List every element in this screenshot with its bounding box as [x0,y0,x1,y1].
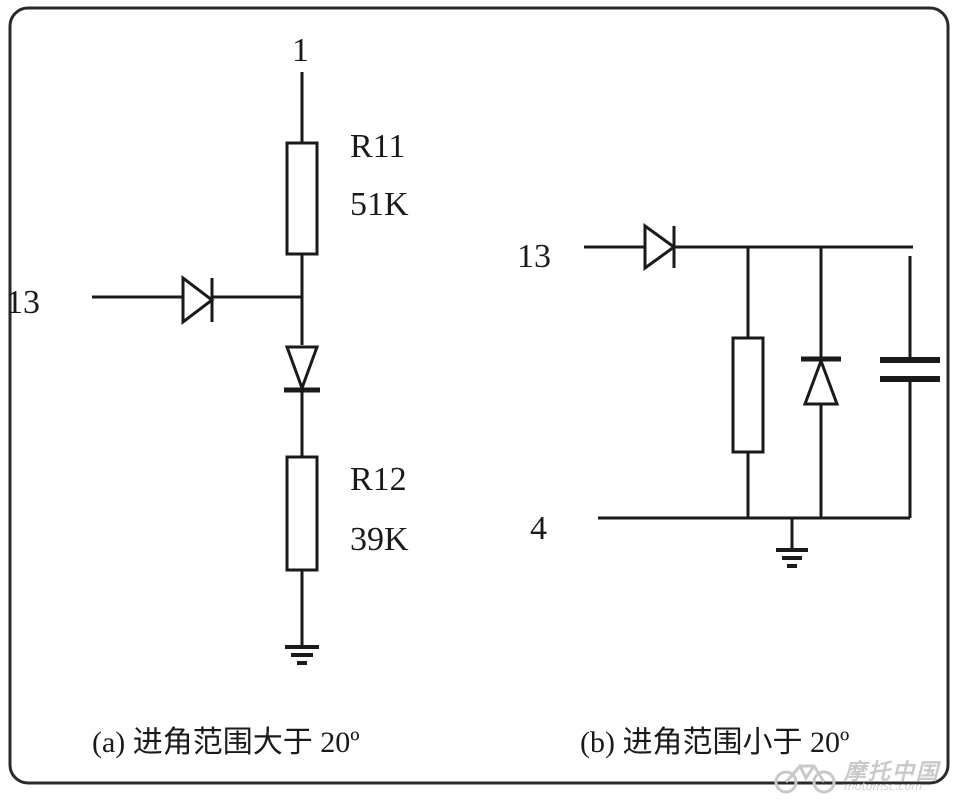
watermark-brand: 摩托中国 [844,760,941,785]
resistor-r12 [285,455,319,572]
diode-b-input-icon [643,223,677,271]
r12-name-label: R12 [350,461,407,498]
node-4-label: 4 [530,510,547,547]
r12-value-label: 39K [350,521,409,558]
diode-input-icon [181,274,215,326]
node-13-label-b: 13 [517,238,551,275]
watermark-logo: 摩托中国 motomsc.com [770,752,952,796]
r11-name-label: R11 [350,128,406,165]
figure-frame [8,6,950,785]
diode-vertical-icon [284,345,320,393]
r11-value-label: 51K [350,186,409,223]
resistor-b [731,336,765,454]
node-13-label-a: 13 [6,284,40,321]
diode-b-shunt-icon [802,356,840,406]
resistor-r11 [285,141,319,256]
ground-symbol-b-icon [776,548,808,568]
motorcycle-icon [774,764,836,794]
circuit-a [92,72,320,665]
caption-b: (b) 进角范围小于 20º [580,726,850,759]
node-1-label: 1 [292,32,309,69]
circuit-b [584,223,940,568]
ground-symbol-a-icon [285,645,319,665]
watermark-url: motomsc.com [844,780,922,793]
caption-a: (a) 进角范围大于 20º [92,726,360,759]
